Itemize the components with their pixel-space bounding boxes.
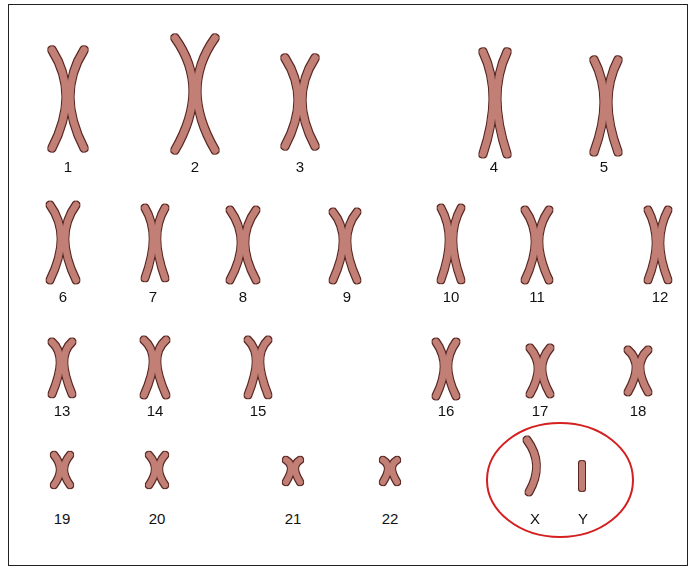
- chromosome-number: 22: [382, 511, 399, 526]
- chromosome-pair: [52, 342, 72, 394]
- chromosome-number: 10: [443, 289, 460, 304]
- chromosome-number: 9: [343, 289, 351, 304]
- chromosome-pair: [248, 340, 268, 395]
- chromosome-pair: [441, 208, 461, 280]
- y-chromosome: [582, 464, 583, 488]
- chromosome-pair: [594, 60, 618, 152]
- chromosome-number: 17: [532, 403, 549, 418]
- chromosome-pair: [175, 38, 215, 150]
- chromosome-number: 11: [529, 289, 545, 304]
- chromosome-pair: [383, 460, 397, 482]
- chromosome-pair: [52, 50, 84, 148]
- chromosome-pair: [483, 52, 507, 154]
- chromosome-number: 18: [630, 403, 647, 418]
- chromosome-number: 15: [250, 403, 267, 418]
- chromosome-number: 14: [147, 403, 164, 418]
- chromosome-pair: [286, 460, 300, 482]
- chromosome-number: 20: [149, 511, 166, 526]
- chromosome-pair: [230, 210, 256, 280]
- chromosome-number: 21: [285, 511, 302, 526]
- chromosome-number: 3: [296, 159, 304, 174]
- chromosome-number: Y: [578, 511, 588, 526]
- chromosome-pair: [285, 58, 315, 146]
- chromosome-number: 19: [54, 511, 71, 526]
- chromosome-pair: [144, 340, 166, 395]
- chromosome-number: 16: [438, 403, 455, 418]
- chromosome-number: 13: [54, 403, 71, 418]
- x-chromosome: [527, 440, 537, 492]
- chromosome-number: 7: [149, 289, 157, 304]
- chromosome-number: X: [530, 511, 540, 526]
- chromosome-number: 8: [239, 289, 247, 304]
- chromosome-number: 4: [490, 159, 498, 174]
- chromosome-number: 2: [191, 159, 199, 174]
- chromosome-pair: [530, 348, 550, 394]
- chromosome-pair: [436, 342, 456, 396]
- chromosome-number: 1: [64, 159, 72, 174]
- chromosome-number: 5: [600, 159, 608, 174]
- chromosome-pair: [333, 212, 357, 280]
- chromosome-pair: [525, 210, 549, 280]
- chromosome-pair: [648, 210, 668, 280]
- chromosome-pair: [145, 208, 165, 278]
- frame-border: [9, 5, 688, 566]
- chromosome-pair: [50, 205, 76, 280]
- chromosome-number: 6: [59, 289, 67, 304]
- chromosome-pair: [149, 455, 165, 485]
- highlight-ellipse: [487, 423, 633, 537]
- chromosome-pair: [54, 455, 70, 485]
- chromosome-number: 12: [652, 289, 669, 304]
- chromosome-pair: [628, 350, 648, 392]
